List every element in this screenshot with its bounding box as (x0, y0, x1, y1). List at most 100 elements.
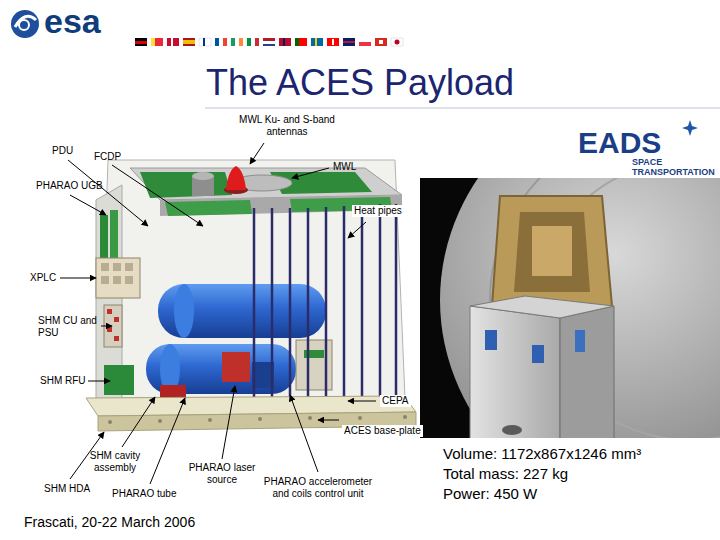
heat-pipes-part (271, 208, 274, 398)
member-flags-part (251, 38, 255, 46)
part-label: PDU (52, 145, 73, 157)
payload-cad-model-part (114, 336, 119, 341)
payload-cad-model-part (158, 284, 326, 338)
member-flags-part (239, 38, 243, 46)
payload-cad-model-part (174, 284, 194, 338)
member-flags-part (343, 38, 355, 46)
member-flags (135, 38, 403, 46)
payload-cad-model-part (100, 215, 108, 263)
leader-lines-part (348, 222, 366, 238)
eads-star-part (682, 120, 698, 136)
aces-photo-part (532, 226, 572, 276)
member-flags-part (235, 38, 239, 46)
member-flags-part (183, 38, 195, 46)
base-plate-part (308, 416, 312, 420)
esa-logo-mark (11, 10, 39, 38)
leader-lines-part (348, 401, 376, 402)
member-flags-part (327, 38, 339, 46)
part-label: MWL Ku- and S-band antennas (232, 114, 342, 137)
payload-cad-model-part (140, 172, 232, 198)
member-flags-part (311, 38, 323, 46)
part-label: SHM cavity assembly (84, 450, 146, 473)
base-plate-part (258, 417, 262, 421)
member-flags-part (151, 38, 163, 46)
payload-cad-model-part (101, 276, 109, 284)
spec-text: Power: 450 W (443, 485, 537, 502)
member-flags-part (359, 38, 371, 46)
payload-cad-model-part (252, 362, 274, 388)
member-flags-part (223, 38, 227, 46)
member-flags-part (167, 38, 179, 46)
member-flags-part (315, 38, 317, 46)
payload-cad-model-part (125, 263, 133, 271)
payload-cad-model-part (130, 168, 402, 200)
member-flags-part (343, 41, 355, 43)
member-flags-part (231, 38, 243, 46)
heat-pipes-part (289, 208, 292, 398)
heat-pipes-part (325, 207, 328, 398)
part-label: CEPA (380, 395, 411, 407)
leader-lines-part (318, 420, 339, 421)
leader-lines-part (101, 326, 112, 327)
part-label: SHM RFU (40, 375, 86, 387)
heat-pipes-part (379, 204, 382, 398)
member-flags-part (247, 38, 259, 46)
base-plate-part (403, 415, 407, 419)
payload-cad-model-part (114, 317, 119, 322)
aces-photo-part (502, 425, 522, 435)
spec-text: Volume: 1172x867x1246 mm³ (443, 445, 641, 462)
leader-lines-part (122, 397, 155, 447)
leader-lines-part (112, 165, 203, 226)
member-flags-part (359, 38, 371, 42)
base-plate-part (208, 418, 212, 422)
member-flags-part (199, 38, 211, 46)
footer-text: Frascati, 20-22 March 2006 (24, 514, 195, 530)
member-flags-part (263, 44, 275, 46)
payload-cad-model-part (113, 276, 121, 284)
payload-cad-model-part (125, 276, 133, 284)
part-label: Heat pipes (352, 205, 404, 217)
member-flags-part (375, 38, 387, 46)
member-flags-part (391, 38, 403, 46)
leader-lines-part (150, 398, 185, 484)
member-flags-part (183, 40, 195, 44)
member-flags-part (379, 40, 383, 44)
esa-logo-mark-part (19, 20, 29, 30)
payload-cad-model (96, 160, 405, 405)
part-label: PHARAO UGB (36, 180, 103, 192)
leader-lines-part (60, 278, 96, 279)
heat-pipes-part (395, 204, 398, 398)
leader-lines-part (292, 168, 329, 178)
member-flags-part (295, 38, 307, 46)
aces-photo-part (514, 212, 590, 292)
aces-photo-part (492, 196, 612, 306)
part-label: ACES base-plate (342, 425, 423, 437)
member-flags-part (395, 40, 400, 45)
member-flags-part (135, 41, 147, 44)
leader-lines-part (222, 386, 235, 459)
part-label: PHARAO laser source (186, 462, 258, 485)
member-flags-part (279, 38, 291, 46)
part-label: SHM CU and PSU (38, 315, 98, 338)
payload-cad-model-part (107, 309, 112, 314)
member-flags-part (299, 38, 307, 46)
aces-photo-part (440, 178, 720, 438)
leader-lines-part (70, 195, 106, 215)
title-rule (205, 108, 720, 109)
aces-photo (420, 178, 720, 438)
logo-text: SPACE TRANSPORTATION (632, 157, 716, 178)
aces-photo-part (532, 345, 544, 363)
aces-photo-part (560, 306, 614, 438)
leader-lines-part (88, 381, 110, 382)
aces-photo-part (485, 330, 497, 350)
payload-cad-model-part (113, 263, 121, 271)
payload-cad-model-part (192, 172, 214, 180)
member-flags-part (203, 38, 205, 46)
member-flags-part (219, 38, 223, 46)
heat-pipes-part (361, 205, 364, 398)
payload-cad-model-part (107, 327, 112, 332)
eads-star (682, 120, 698, 136)
aces-photo-part (470, 306, 560, 438)
heat-pipes-part (253, 208, 256, 398)
